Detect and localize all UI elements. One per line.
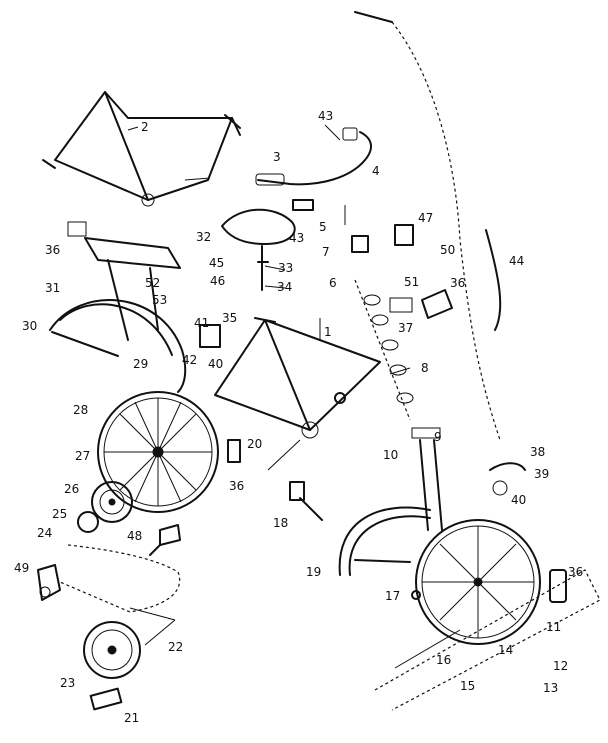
- rear-derailleur: [37, 564, 61, 601]
- saddle: [221, 208, 296, 291]
- callout-39: 39: [534, 467, 549, 481]
- callout-41: 41: [194, 316, 209, 330]
- callout-15: 15: [460, 679, 475, 693]
- callout-26: 26: [64, 482, 79, 496]
- callout-1: 1: [324, 325, 332, 339]
- front-fender: [338, 506, 431, 576]
- callout-33: 33: [278, 261, 293, 275]
- hub-cup: [549, 569, 567, 603]
- callout-7: 7: [322, 245, 330, 259]
- callout-9: 9: [434, 430, 442, 444]
- callout-8: 8: [421, 361, 429, 375]
- brake-cable: [354, 11, 502, 441]
- callout-16: 16: [436, 653, 451, 667]
- callout-47: 47: [418, 211, 433, 225]
- small-hardware: [184, 124, 421, 600]
- callout-43a: 43: [318, 109, 333, 123]
- callout-32: 32: [196, 230, 211, 244]
- callout-29: 29: [133, 357, 148, 371]
- callout-24: 24: [37, 526, 52, 540]
- frame-small: [42, 91, 241, 207]
- headset-stack: [354, 279, 414, 421]
- stem-bracket: [389, 289, 453, 319]
- callout-44: 44: [509, 254, 524, 268]
- callout-50: 50: [440, 243, 455, 257]
- callout-3: 3: [273, 150, 281, 164]
- freewheel: [77, 481, 133, 533]
- callout-40a: 40: [208, 357, 223, 371]
- callout-48: 48: [127, 529, 142, 543]
- front-brake: [489, 462, 526, 496]
- callout-5: 5: [319, 220, 327, 234]
- callout-38: 38: [530, 445, 545, 459]
- rear-wheel: [97, 391, 219, 513]
- callout-36b: 36: [450, 276, 465, 290]
- callout-31: 31: [45, 281, 60, 295]
- callout-49: 49: [14, 561, 29, 575]
- callout-13: 13: [543, 681, 558, 695]
- callout-20: 20: [247, 437, 262, 451]
- callout-36a: 36: [45, 243, 60, 257]
- callout-10: 10: [383, 448, 398, 462]
- front-fork: [411, 427, 443, 531]
- callout-11: 11: [546, 620, 561, 634]
- callout-17: 17: [385, 589, 400, 603]
- callout-46: 46: [210, 274, 225, 288]
- callout-45: 45: [209, 256, 224, 270]
- callout-37: 37: [398, 321, 413, 335]
- pedal: [89, 687, 123, 711]
- callout-21: 21: [124, 711, 139, 725]
- callout-53: 53: [152, 293, 167, 307]
- callout-6: 6: [329, 276, 337, 290]
- chain: [59, 544, 181, 613]
- callout-19: 19: [306, 565, 321, 579]
- callout-42: 42: [182, 353, 197, 367]
- callout-12: 12: [553, 659, 568, 673]
- callout-36c: 36: [229, 479, 244, 493]
- chainring: [83, 621, 141, 679]
- callout-30: 30: [22, 319, 37, 333]
- callout-23: 23: [60, 676, 75, 690]
- handlebar: [255, 127, 372, 186]
- main-frame: [214, 317, 381, 439]
- callout-25: 25: [52, 507, 67, 521]
- callout-18: 18: [273, 516, 288, 530]
- callout-34: 34: [277, 280, 292, 294]
- callout-4: 4: [372, 164, 380, 178]
- callout-27: 27: [75, 449, 90, 463]
- leader-lines: [127, 126, 411, 646]
- front-wheel: [415, 519, 541, 645]
- callout-35: 35: [222, 311, 237, 325]
- callout-36d: 36: [568, 565, 583, 579]
- rear-fender: [49, 299, 187, 393]
- callout-43b: 43: [289, 231, 304, 245]
- callout-14: 14: [498, 643, 513, 657]
- brake-lever: [149, 524, 181, 556]
- callout-52: 52: [145, 276, 160, 290]
- front-axle-parts: [374, 569, 601, 711]
- callouts: 1 2 3 4 5 6 7 8 9 10 11 12 13 14 15 16 1…: [14, 109, 583, 725]
- callout-40b: 40: [511, 493, 526, 507]
- callout-28: 28: [73, 403, 88, 417]
- callout-22: 22: [168, 640, 183, 654]
- kickstand: [289, 481, 323, 521]
- callout-51: 51: [404, 275, 419, 289]
- callout-2: 2: [141, 120, 149, 134]
